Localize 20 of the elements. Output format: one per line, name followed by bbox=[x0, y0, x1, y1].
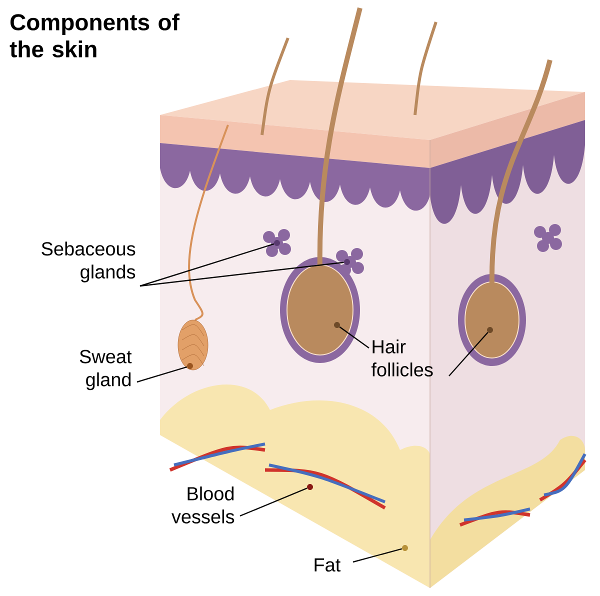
leader-line bbox=[339, 326, 370, 348]
leader-line bbox=[140, 262, 344, 287]
skin-part bbox=[487, 327, 493, 333]
leader-line bbox=[240, 488, 308, 517]
skin-part bbox=[334, 322, 340, 328]
part-label: Sebaceous glands bbox=[42, 242, 136, 282]
leader-line bbox=[352, 548, 402, 563]
skin-part bbox=[274, 240, 280, 246]
skin-part bbox=[402, 545, 408, 551]
leader-line bbox=[136, 366, 188, 383]
part-label: Hair follicles bbox=[371, 340, 433, 376]
skin-part bbox=[187, 363, 193, 369]
skin-part bbox=[344, 259, 350, 265]
part-label: Sweat gland bbox=[80, 350, 132, 390]
part-label: Fat bbox=[314, 558, 341, 572]
skin-part bbox=[307, 484, 313, 490]
leader-line bbox=[140, 243, 274, 287]
title: Components of the skin bbox=[10, 14, 180, 58]
leader-line bbox=[448, 332, 488, 376]
part-label: Blood vessels bbox=[172, 486, 234, 524]
